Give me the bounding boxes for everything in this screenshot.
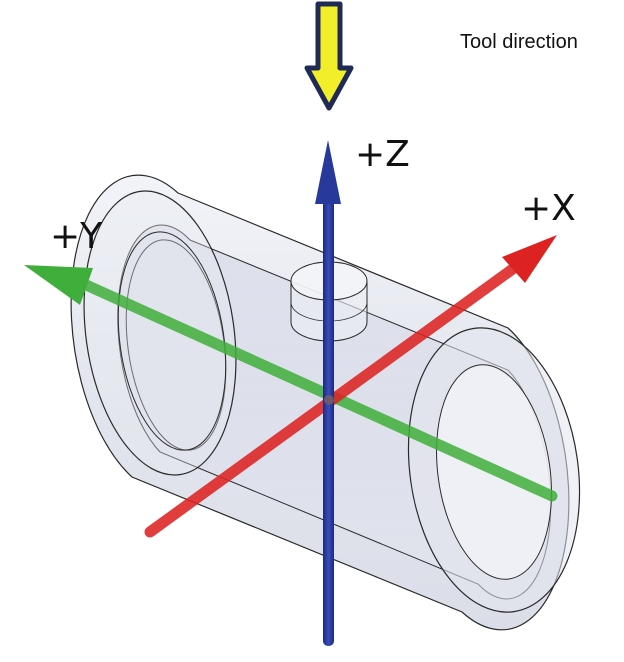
left-face-inner-rim	[117, 231, 227, 451]
y-axis	[24, 265, 558, 502]
z-axis-arrowhead	[315, 140, 341, 204]
left-face-outer-edge	[83, 190, 237, 476]
x-axis-label: +X	[521, 188, 576, 229]
tool-direction-arrow-icon	[304, 1, 354, 111]
x-axis-arrowhead	[502, 235, 557, 283]
tool-direction-label: Tool direction	[460, 31, 578, 53]
y-axis-label: +Y	[50, 216, 103, 257]
z-axis-label: +Z	[355, 134, 410, 175]
left-face-bore-edge	[125, 239, 227, 451]
y-axis-arrowhead	[24, 265, 93, 305]
hollow-cylinder-part	[70, 174, 581, 631]
z-axis	[315, 140, 341, 646]
axis-origin	[324, 395, 334, 405]
